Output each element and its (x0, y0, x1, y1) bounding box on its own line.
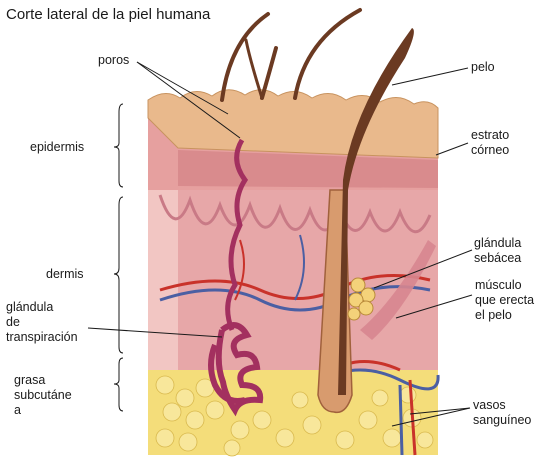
label-poros: poros (98, 53, 129, 68)
label-dermis: dermis (46, 267, 84, 282)
label-glandula-transpiracion: glándula de transpiración (6, 300, 78, 345)
dermis-side-shade (148, 188, 178, 370)
label-grasa: grasa subcutáne a (14, 373, 72, 418)
surface-hairs (222, 10, 360, 100)
dermis-layer (148, 188, 438, 370)
diagram-title: Corte lateral de la piel humana (6, 6, 210, 23)
label-estrato-corneo: estrato córneo (471, 128, 509, 158)
label-pelo: pelo (471, 60, 495, 75)
label-vasos: vasos sanguíneo (473, 398, 531, 428)
label-musculo: músculo que erecta el pelo (475, 278, 534, 323)
stratum-corneum (148, 90, 438, 158)
label-glandula-sebacea: glándula sebácea (474, 236, 521, 266)
label-epidermis: epidermis (30, 140, 84, 155)
